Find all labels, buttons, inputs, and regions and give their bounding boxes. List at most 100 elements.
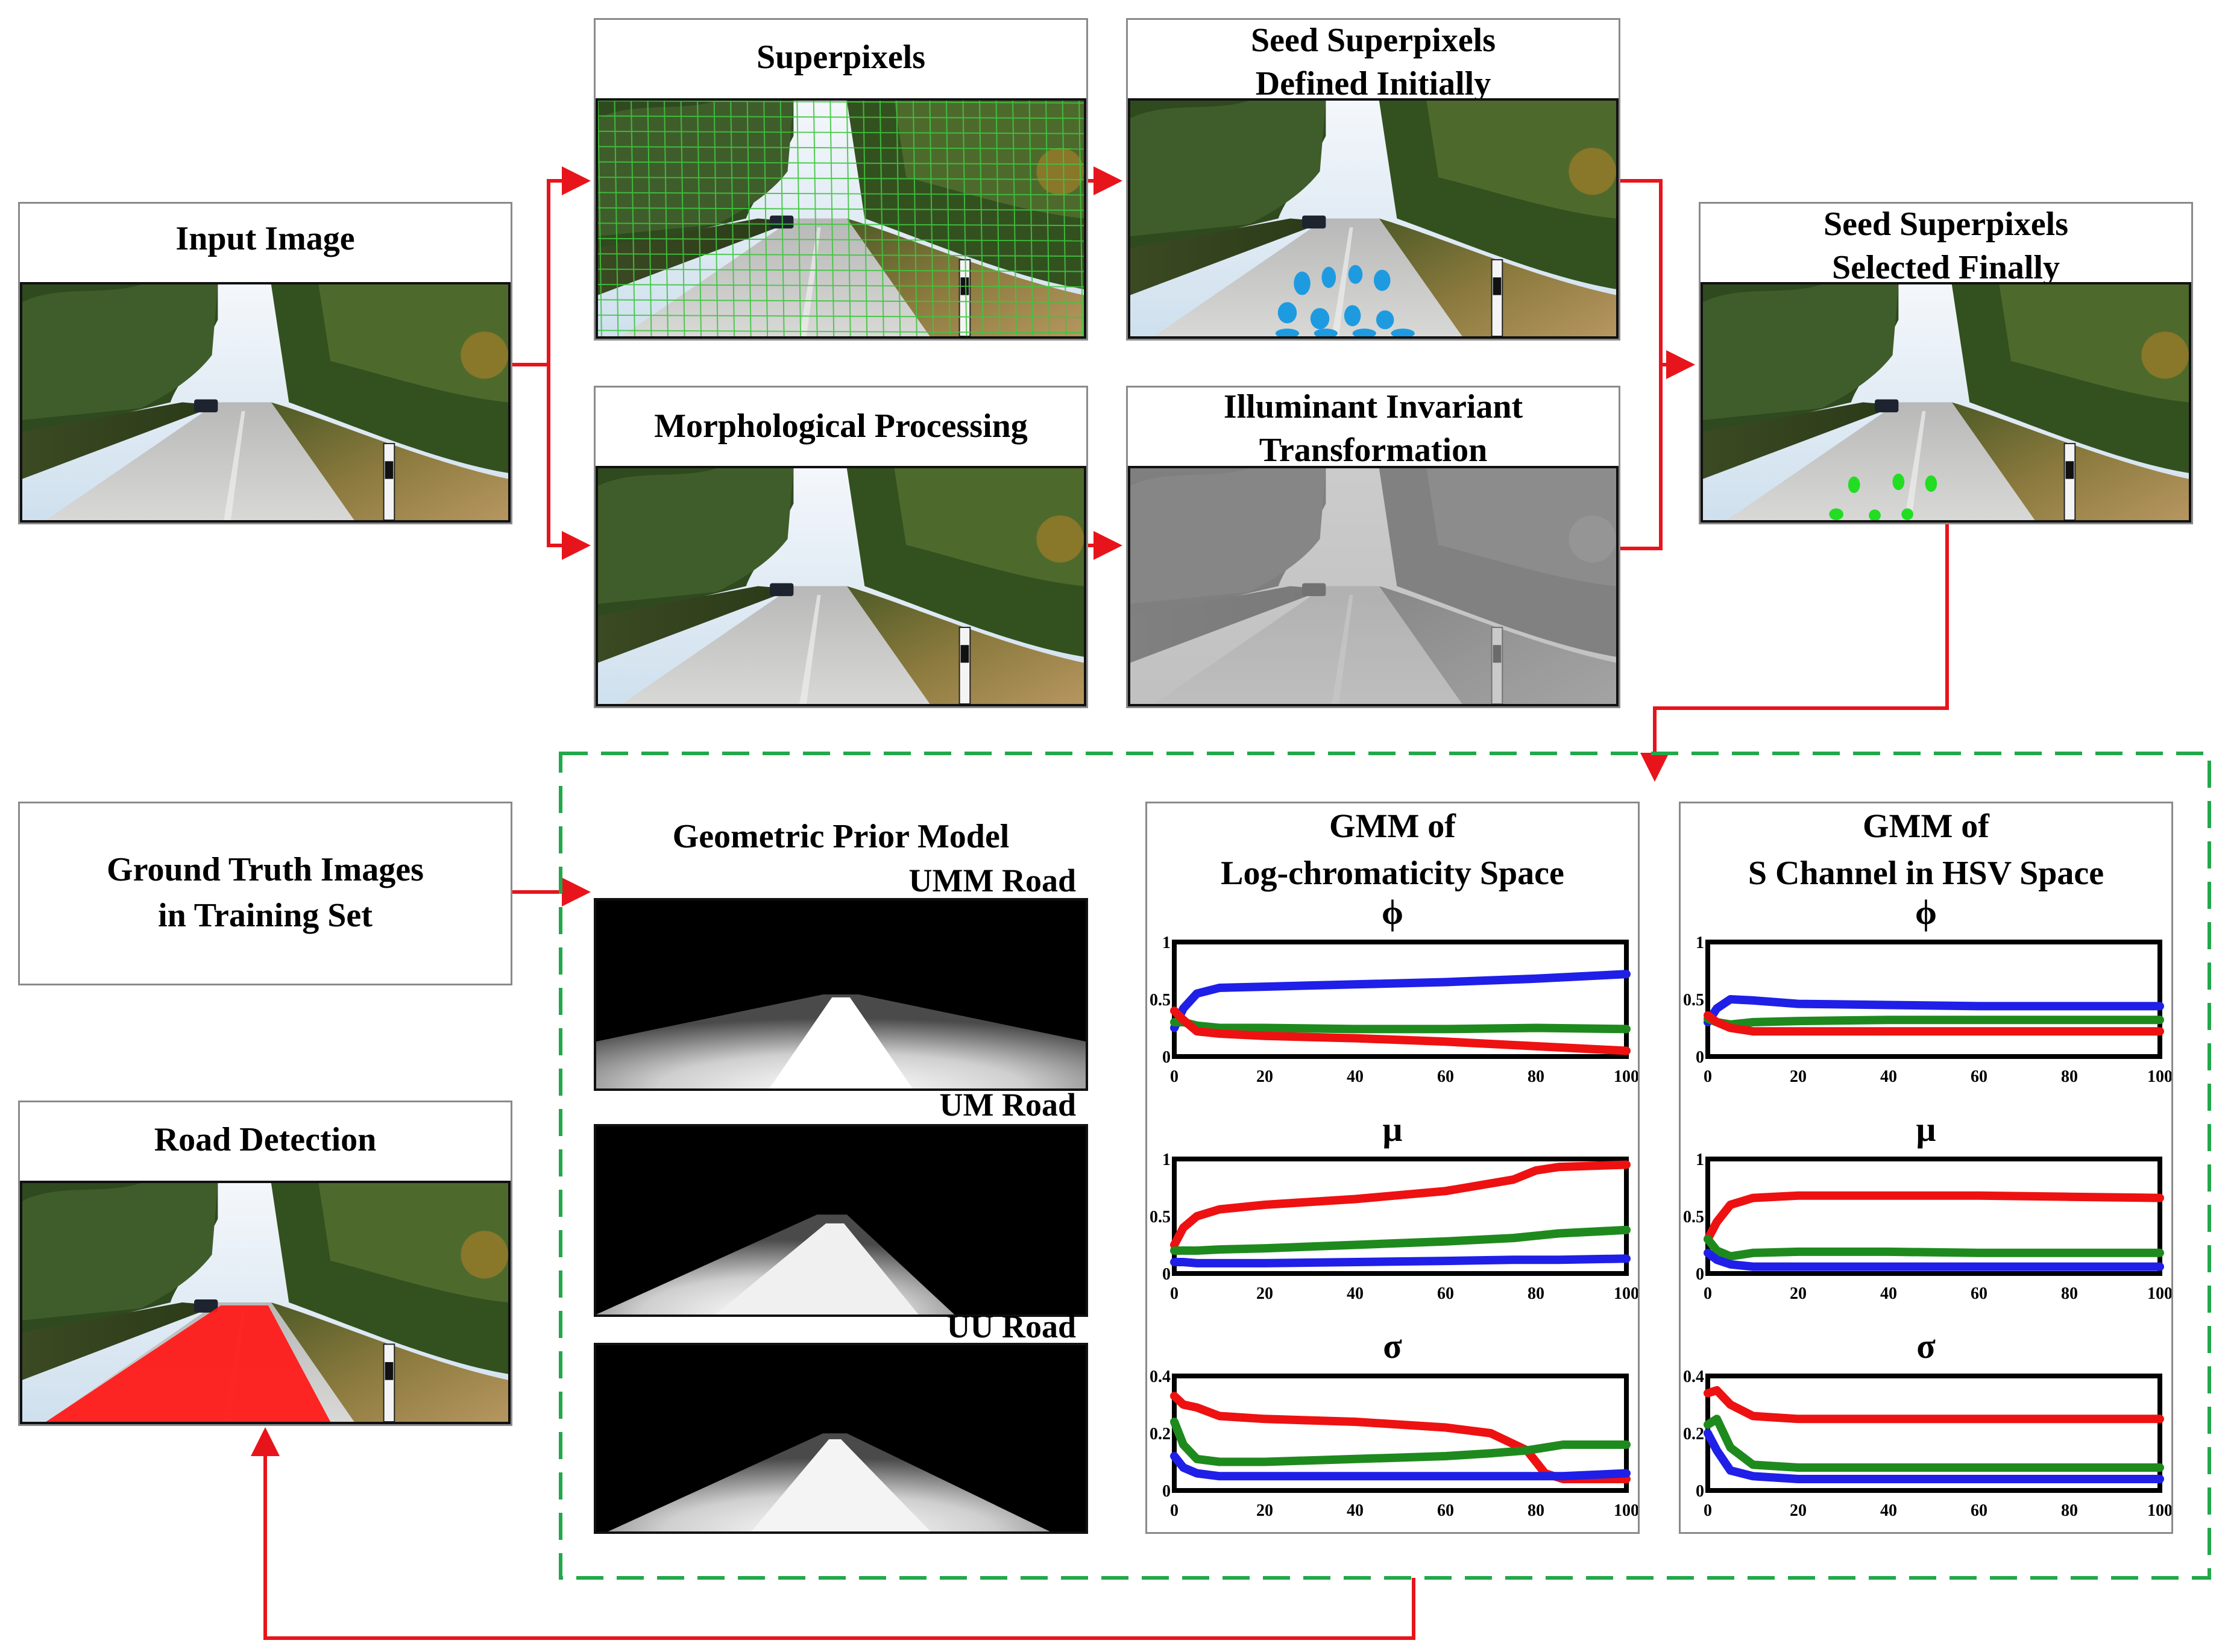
series-line	[1704, 1415, 2164, 1472]
panel-title: Geometric Prior Model	[672, 818, 1010, 855]
superpixel-boundary	[598, 222, 1084, 227]
x-tick-label: 80	[1528, 1501, 1544, 1520]
superpixel-boundary	[598, 330, 1084, 334]
superpixel-boundary	[730, 101, 735, 336]
panel-title-2: Selected Finally	[1832, 249, 2060, 286]
y-tick-label: 0.5	[1150, 1208, 1171, 1226]
superpixel-boundary	[598, 115, 1084, 119]
panel-title-1: GMM of	[1329, 808, 1456, 845]
x-tick-label: 100	[2147, 1501, 2171, 1520]
x-tick-label: 60	[1437, 1501, 1454, 1520]
series-line	[1170, 1225, 1631, 1255]
arrow-illum-merge	[1620, 365, 1663, 550]
arrow-input-branch	[512, 166, 591, 366]
superpixel-boundary	[763, 101, 769, 336]
series-line	[1170, 1254, 1631, 1267]
x-tick-label: 100	[2147, 1284, 2171, 1303]
superpixel-boundary	[896, 101, 901, 336]
y-tick-label: 0.4	[1683, 1368, 1704, 1386]
superpixel-boundary	[598, 237, 1084, 242]
superpixel-boundary	[598, 207, 1084, 211]
panel-title-2: Defined Initially	[1255, 65, 1491, 102]
superpixel-boundary	[598, 284, 1084, 287]
panel-title-2: Log-chromaticity Space	[1221, 855, 1564, 892]
input-image-panel: Input Image	[18, 202, 512, 524]
x-tick-label: 100	[1614, 1284, 1638, 1303]
superpixel-boundary	[929, 101, 934, 336]
superpixel-boundary	[879, 101, 884, 336]
superpixel-boundary	[598, 146, 1084, 150]
superpixel-boundary	[713, 101, 719, 336]
superpixel-boundary	[912, 101, 917, 336]
series-line	[1170, 1007, 1631, 1055]
morphological-panel: Morphological Processing	[594, 386, 1088, 708]
gmm-log-panel: GMM of Log-chromaticity Space ϕ 0 20 40 60 80…	[1145, 802, 1640, 1534]
x-tick-label: 20	[1790, 1501, 1807, 1520]
x-tick-label: 40	[1347, 1501, 1364, 1520]
x-tick-label: 40	[1880, 1284, 1897, 1303]
y-tick-label: 0	[1696, 1265, 1704, 1284]
x-tick-label: 0	[1170, 1067, 1179, 1086]
y-tick-label: 0.5	[1150, 991, 1171, 1010]
superpixel-boundary	[680, 101, 685, 336]
x-tick-label: 40	[1347, 1067, 1364, 1086]
superpixel-boundary	[598, 268, 1084, 272]
arrow-gmm-to-detection	[251, 1427, 1415, 1640]
seed-initial-image	[1128, 98, 1619, 339]
series-line	[1704, 1248, 2164, 1271]
uu-prior-image	[594, 1343, 1088, 1534]
y-tick-label: 0	[1696, 1048, 1704, 1067]
input-road-image	[20, 282, 511, 523]
arrow-input-morph	[547, 365, 591, 560]
superpixel-boundary	[598, 101, 1084, 104]
chart-title: μ	[1383, 1110, 1403, 1149]
arrow-seed-merge	[1620, 179, 1695, 379]
series-line	[1704, 1386, 2164, 1424]
superpixel-boundary	[1062, 101, 1067, 336]
x-tick-label: 60	[1971, 1067, 1987, 1086]
superpixel-boundary	[1045, 101, 1050, 336]
y-tick-label: 0	[1696, 1482, 1704, 1501]
superpixel-boundary	[598, 161, 1084, 165]
x-tick-label: 80	[1528, 1284, 1544, 1303]
superpixel-boundary	[598, 314, 1084, 318]
x-tick-label: 80	[2061, 1501, 2078, 1520]
chart-title: σ	[1916, 1327, 1936, 1366]
learning-box	[559, 752, 2211, 1580]
geometric-prior-panel: Geometric Prior Model UMM Road UM Road U…	[594, 802, 1088, 1534]
superpixel-boundary	[598, 130, 1084, 134]
panel-title-1: Seed Superpixels	[1250, 22, 1496, 59]
x-tick-label: 0	[1704, 1501, 1712, 1520]
superpixel-boundary	[995, 101, 1001, 336]
ground-truth-panel: Ground Truth Images in Training Set	[18, 802, 512, 985]
superpixel-boundary	[1078, 101, 1084, 336]
arrow-final-to-gmm	[1640, 524, 1949, 782]
y-tick-label: 1	[1696, 934, 1704, 952]
um-road-label: UM Road	[939, 1087, 1077, 1123]
y-tick-label: 0	[1162, 1265, 1171, 1284]
superpixel-boundary	[598, 253, 1084, 257]
gt-line-2: in Training Set	[158, 897, 373, 934]
superpixels-panel: Superpixels	[594, 18, 1088, 341]
x-tick-label: 20	[1256, 1501, 1273, 1520]
y-tick-label: 0	[1162, 1048, 1171, 1067]
y-tick-label: 1	[1696, 1151, 1704, 1169]
chart-title: ϕ	[1382, 894, 1403, 932]
series-line	[1704, 1014, 2164, 1029]
y-tick-label: 0	[1162, 1482, 1171, 1501]
series-line	[1704, 995, 2164, 1026]
panel-title-1: GMM of	[1863, 808, 1989, 845]
panel-title-1: Illuminant Invariant	[1223, 388, 1523, 426]
series-line	[1170, 1452, 1631, 1481]
x-tick-label: 0	[1170, 1284, 1179, 1303]
superpixel-boundary	[631, 101, 635, 336]
seed-final-image	[1701, 282, 2191, 523]
x-tick-label: 60	[1437, 1067, 1454, 1086]
x-tick-label: 60	[1971, 1284, 1987, 1303]
series-line	[1704, 1235, 2164, 1261]
illuminant-panel: Illuminant Invariant Transformation	[1126, 386, 1620, 708]
series-line	[1170, 1418, 1631, 1466]
